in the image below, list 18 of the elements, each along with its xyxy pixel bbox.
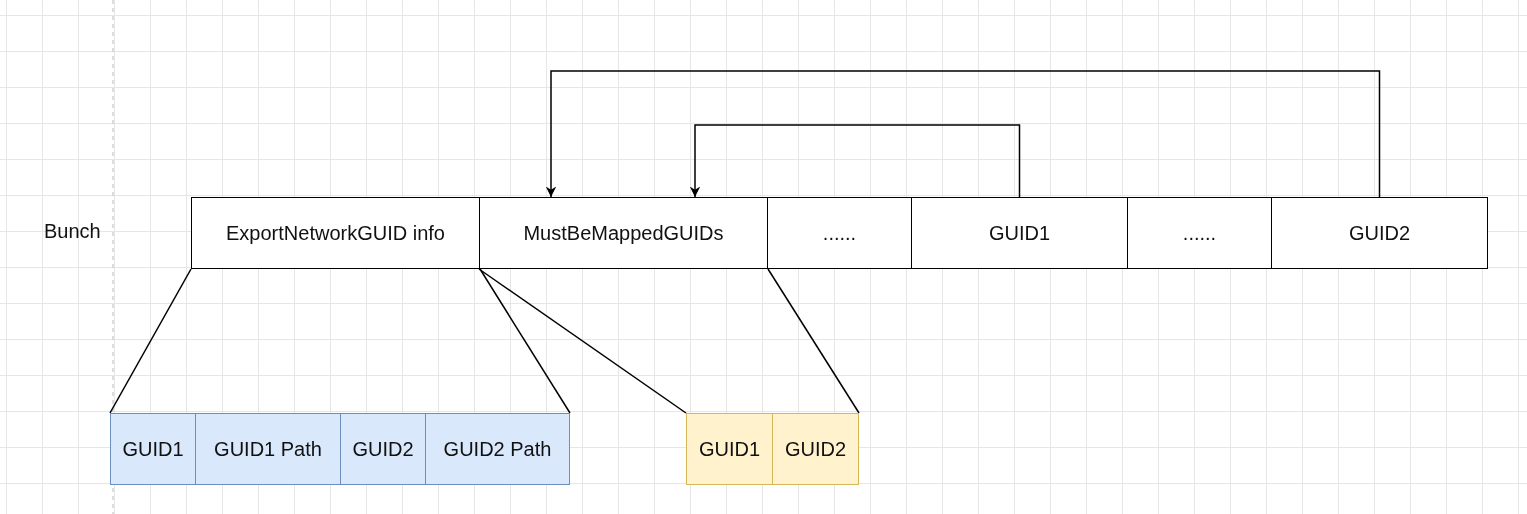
packet-field: ......: [1127, 197, 1272, 269]
packet-field: GUID2: [1271, 197, 1488, 269]
packet-field: MustBeMappedGUIDs: [479, 197, 768, 269]
packet-field: GUID1: [686, 413, 773, 485]
row-label: Bunch: [44, 220, 101, 243]
packet-field: ExportNetworkGUID info: [191, 197, 480, 269]
packet-field: GUID2: [340, 413, 426, 485]
packet-field: GUID1: [911, 197, 1128, 269]
expansion-line: [109, 268, 192, 414]
arrow: [545, 70, 1381, 198]
expansion-line: [767, 268, 860, 414]
packet-field: GUID1: [110, 413, 196, 485]
packet-field: GUID2: [772, 413, 859, 485]
arrow: [689, 124, 1021, 198]
packet-field: GUID2 Path: [425, 413, 570, 485]
expansion-line: [478, 268, 687, 414]
packet-field: GUID1 Path: [195, 413, 341, 485]
packet-field: ......: [767, 197, 912, 269]
